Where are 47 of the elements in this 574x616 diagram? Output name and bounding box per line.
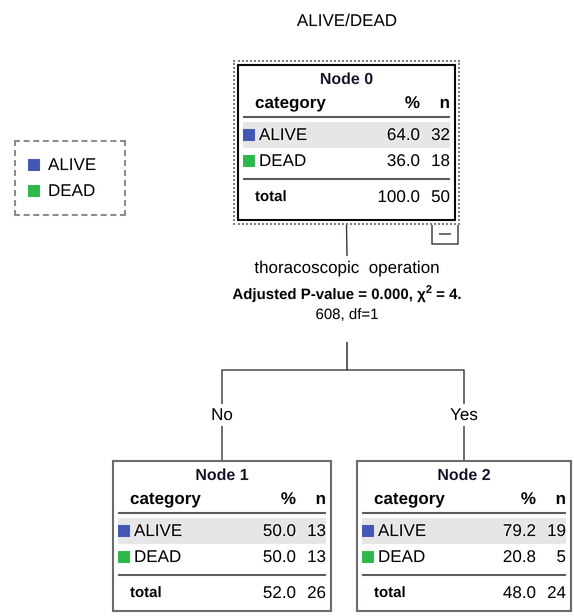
table-cell-text: ALIVE xyxy=(259,124,308,146)
table-cell-text: % xyxy=(520,488,536,510)
tree-node-box xyxy=(233,60,460,225)
table-cell-text: 26 xyxy=(306,582,326,604)
table-cell-text: % xyxy=(404,92,420,114)
table-cell-text: n xyxy=(314,488,326,510)
table-cell-text: 52.0 xyxy=(262,582,296,604)
table-cell-text: DEAD xyxy=(378,546,426,568)
table-cell-text: 50.0 xyxy=(262,546,296,568)
legend-label: DEAD xyxy=(48,180,96,202)
table-cell-text: 5 xyxy=(556,546,566,568)
table-cell-text: n xyxy=(438,92,450,114)
table-cell-text: 24 xyxy=(546,582,566,604)
table-cell-text: total xyxy=(373,583,406,603)
table-cell-text: 19 xyxy=(546,520,566,542)
node-title: Node 2 xyxy=(436,466,492,486)
table-cell-text: 100.0 xyxy=(376,186,420,208)
tree-branch-line xyxy=(346,342,465,460)
table-cell-text: 36.0 xyxy=(386,150,420,172)
table-cell-text: 79.2 xyxy=(502,520,536,542)
table-cell-text: n xyxy=(554,488,566,510)
table-cell-text: category xyxy=(129,488,201,510)
legend-label: ALIVE xyxy=(48,154,96,176)
table-cell-text: 50.0 xyxy=(262,520,296,542)
table-cell-text: ALIVE xyxy=(378,520,426,542)
table-cell-text: DEAD xyxy=(259,150,306,172)
tree-branch-line xyxy=(346,224,348,256)
table-cell-text: 13 xyxy=(306,520,326,542)
table-cell-text: DEAD xyxy=(134,546,182,568)
table-cell-text: total xyxy=(129,583,162,603)
table-cell-text: 50 xyxy=(430,186,450,208)
table-cell-text: 18 xyxy=(430,150,450,172)
table-cell-text: total xyxy=(254,187,287,207)
node-title: Node 1 xyxy=(194,466,250,486)
node-title: Node 0 xyxy=(318,70,374,90)
table-cell-text: 48.0 xyxy=(502,582,536,604)
table-cell-text: % xyxy=(280,488,296,510)
table-cell-text: ALIVE xyxy=(134,520,182,542)
tree-node-box xyxy=(112,460,332,612)
tree-node-box xyxy=(356,460,572,612)
table-cell-text: 20.8 xyxy=(502,546,536,568)
table-cell-text: 32 xyxy=(430,124,450,146)
diagram-title: ALIVE/DEAD xyxy=(296,10,398,32)
table-cell-text: 64.0 xyxy=(386,124,420,146)
table-cell-text: category xyxy=(373,488,445,510)
table-cell-text: category xyxy=(254,92,326,114)
table-cell-text: 13 xyxy=(306,546,326,568)
